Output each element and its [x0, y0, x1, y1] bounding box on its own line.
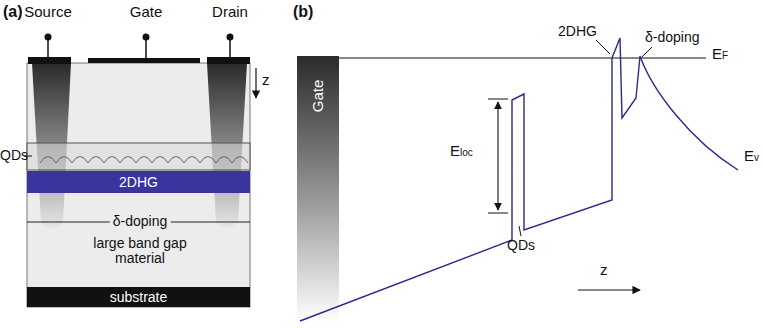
quantum-dot: [136, 157, 152, 164]
drain-pin: [227, 34, 234, 41]
valence-band-edge: [300, 38, 738, 321]
quantum-dot: [232, 157, 248, 164]
quantum-dots: [40, 157, 248, 164]
panel-label: (b): [293, 3, 313, 21]
substrate-band: substrate: [27, 287, 250, 307]
terminal-label: Source: [24, 4, 72, 21]
2dhg-band: 2DHG: [27, 171, 250, 193]
eloc-tick: [488, 99, 508, 100]
layer-label: QDs: [507, 238, 535, 253]
gate-wire: [145, 38, 147, 58]
gate-pin: [143, 34, 150, 41]
leader-line: [596, 40, 610, 54]
band-label: δ-doping: [645, 30, 700, 45]
quantum-dot: [184, 157, 200, 164]
gate-label: Gate: [310, 80, 327, 113]
z-axis-arrow: [255, 68, 256, 98]
source-pin: [45, 34, 52, 41]
axis-label: z: [262, 72, 270, 89]
gate-electrode: [297, 56, 339, 322]
source-metal: [28, 57, 71, 64]
quantum-dot: [88, 157, 104, 164]
layer-label: δ-doping: [110, 214, 171, 229]
quantum-dot: [56, 157, 72, 164]
band-label: substrate: [110, 290, 168, 304]
quantum-dot: [216, 157, 232, 164]
qd-layer: [27, 143, 250, 170]
source-wire: [47, 38, 49, 57]
quantum-dot: [72, 157, 88, 164]
energy-label: EF: [712, 46, 728, 63]
quantum-dot: [168, 157, 184, 164]
z-axis-arrow: [578, 289, 640, 290]
energy-label: Ev: [744, 148, 759, 165]
drain-wire: [229, 38, 231, 57]
quantum-dot: [40, 157, 56, 164]
band-label: 2DHG: [558, 24, 597, 39]
device-body: [27, 63, 250, 307]
terminal-label: Drain: [212, 4, 248, 21]
terminal-label: Gate: [130, 4, 163, 21]
quantum-dot: [200, 157, 216, 164]
gate-metal: [88, 58, 200, 63]
leader-line: [642, 47, 652, 57]
quantum-dot: [104, 157, 120, 164]
energy-label: Eloc: [450, 143, 473, 160]
eloc-arrow: [497, 102, 498, 210]
drain-metal: [207, 57, 250, 64]
band-label: 2DHG: [119, 175, 158, 189]
layer-label: QDs: [0, 148, 28, 163]
axis-label: z: [600, 262, 608, 279]
panel-label: (a): [3, 3, 23, 21]
quantum-dot: [152, 157, 168, 164]
material-label: large band gap material: [70, 236, 210, 267]
eloc-tick: [488, 213, 508, 214]
quantum-dot: [120, 157, 136, 164]
leader-line: [519, 226, 521, 236]
fermi-level-line: [339, 58, 706, 59]
